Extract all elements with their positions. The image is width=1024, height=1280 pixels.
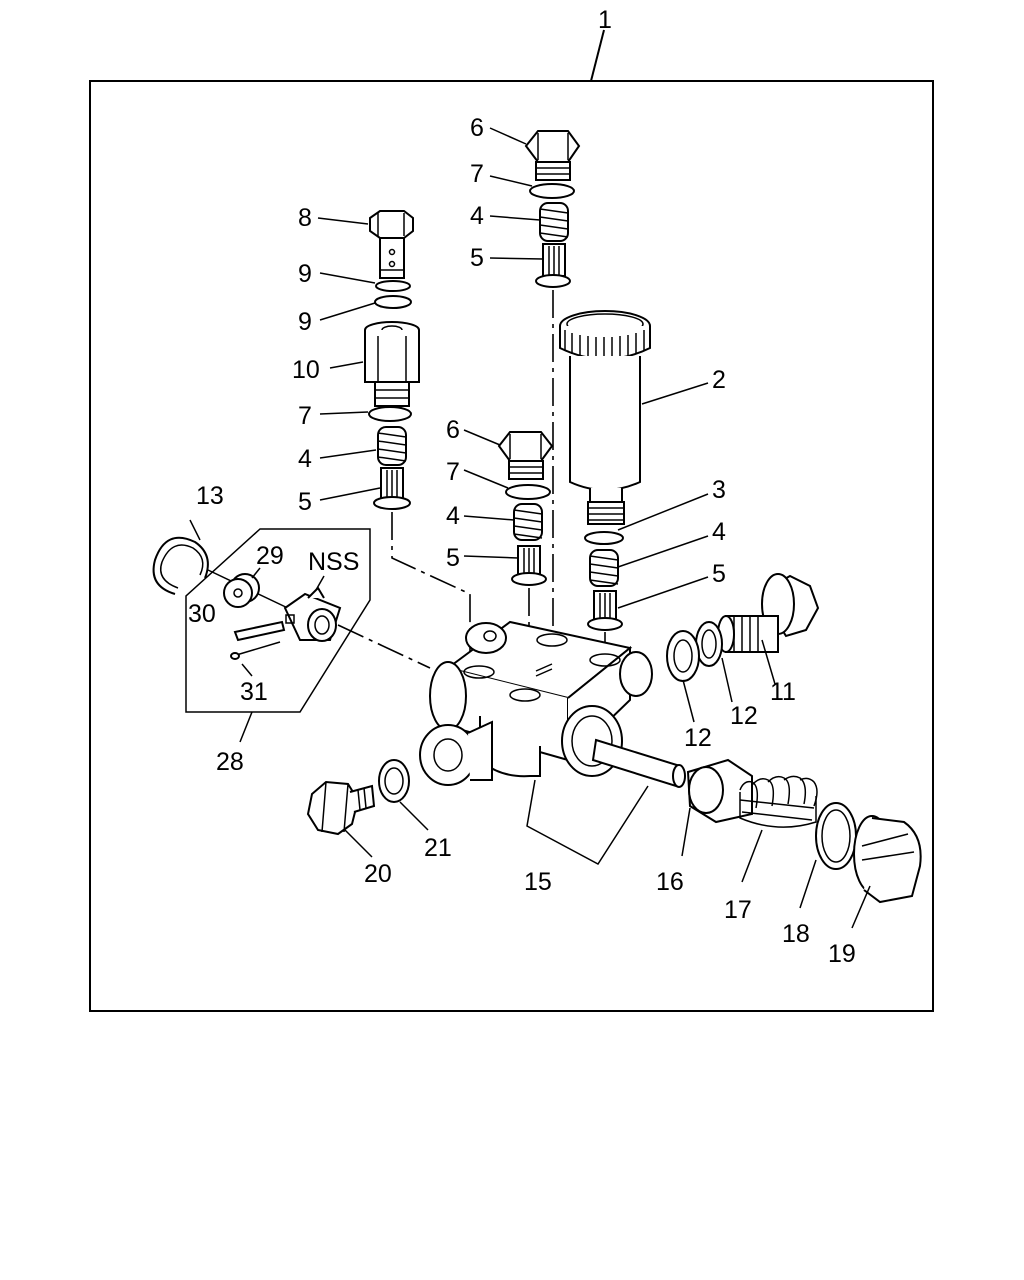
callout-9b: 9 [298,308,312,336]
callout-21: 21 [424,834,452,862]
callout-6-top: 6 [470,114,484,142]
spring-4-cup [589,549,619,587]
valve-5-middle [511,545,547,586]
inlet-connector [419,720,493,786]
callout-28: 28 [216,748,244,776]
centerline-plunger [337,624,431,669]
callout-20: 20 [364,860,392,888]
callout-5-middle: 5 [446,544,460,572]
callout-5-cup: 5 [712,560,726,588]
washer-21 [378,759,410,803]
bushing-29 [223,573,260,608]
callout-6-middle: 6 [446,416,460,444]
callout-2: 2 [712,366,726,394]
callout-3: 3 [712,476,726,504]
washer-9b [374,295,412,309]
callout-30: 30 [188,600,216,628]
callout-5-top: 5 [470,244,484,272]
callout-7-left: 7 [298,402,312,430]
bracket-28 [185,528,371,713]
centerline-left [391,512,471,680]
callout-12b: 12 [684,724,712,752]
o-ring-7-left [368,406,412,422]
callout-10: 10 [292,356,320,384]
nss-label: NSS [308,548,359,576]
valve-5-left [373,467,411,510]
callout-15: 15 [524,868,552,896]
piston-16 [686,758,753,824]
callout-11: 11 [770,678,796,706]
callout-19: 19 [828,940,856,968]
callout-4-cup: 4 [712,518,726,546]
plug-bolt-20 [306,780,376,836]
o-ring-3 [584,531,624,545]
filter-cup-2 [559,310,651,525]
callout-1: 1 [598,6,612,34]
callout-4-middle: 4 [446,502,460,530]
callout-5-left: 5 [298,488,312,516]
leader-1 [590,29,605,82]
pin-30 [233,620,286,642]
delivery-valve-holder-10 [364,321,420,407]
callout-7-top: 7 [470,160,484,188]
washer-9a [375,280,411,292]
washer-12a [695,621,723,667]
end-cap-19 [853,815,922,904]
valve-5-cup [587,590,623,631]
callout-17: 17 [724,896,752,924]
banjo-bolt-11 [717,573,820,653]
plunger-nss [283,586,342,642]
plug-6-top [524,130,581,181]
callout-8: 8 [298,204,312,232]
spring-4-middle [513,503,543,541]
o-ring-7-middle [505,484,551,500]
valve-5-top [535,243,571,288]
spring-4-left [377,426,407,466]
callout-31: 31 [240,678,268,706]
o-ring-7-top [529,183,575,199]
callout-4-left: 4 [298,445,312,473]
spring-4-top [539,202,569,242]
callout-9a: 9 [298,260,312,288]
callout-4-top: 4 [470,202,484,230]
callout-29: 29 [256,542,284,570]
leader-15 [526,779,649,865]
banjo-bolt-8 [369,210,414,279]
pump-body-15 [429,620,686,788]
callout-7-middle: 7 [446,458,460,486]
callout-13: 13 [196,482,224,510]
callout-12a: 12 [730,702,758,730]
o-ring-18 [815,802,857,870]
callout-16: 16 [656,868,684,896]
callout-18: 18 [782,920,810,948]
spring-17 [739,775,818,828]
snap-ring-13 [152,536,209,595]
diagram-frame [89,80,934,1012]
pin-31 [230,641,281,660]
washer-12b [666,630,700,682]
plug-6-middle [497,431,554,480]
